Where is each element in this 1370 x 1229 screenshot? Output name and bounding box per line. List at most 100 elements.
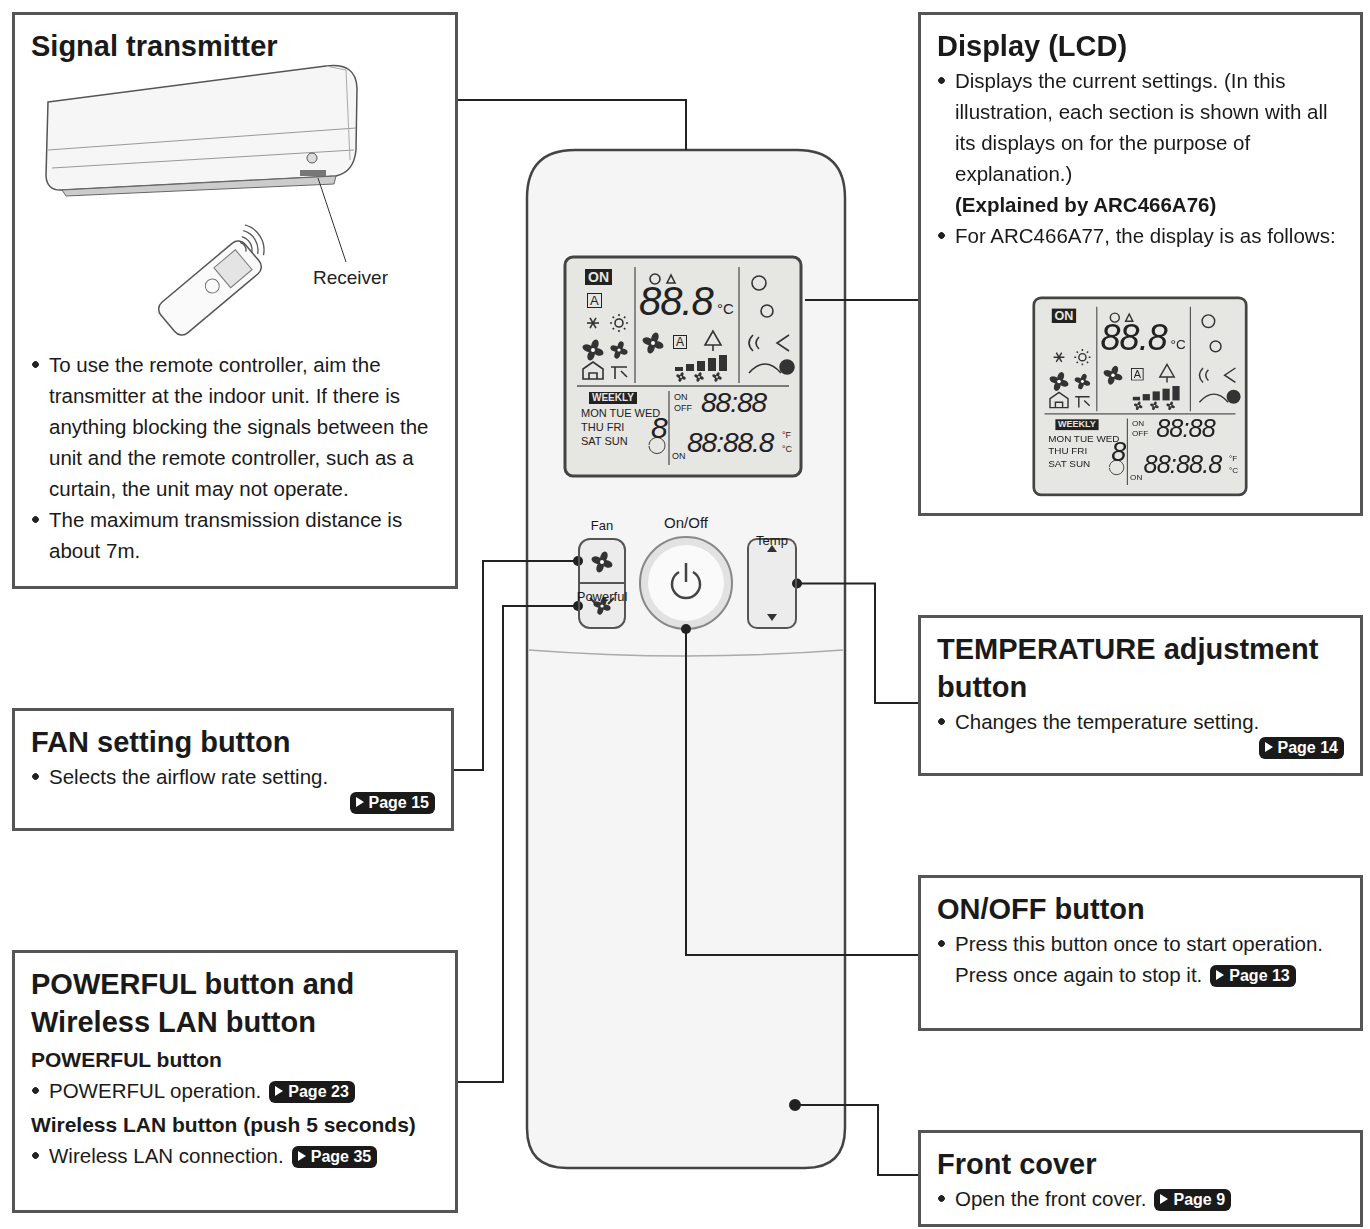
- callout-title: POWERFUL button and Wireless LAN button: [31, 965, 439, 1041]
- fan-button: Fan: [578, 538, 626, 584]
- temp-button: Temp: [747, 538, 797, 629]
- text-row: TEMPERATURE adjustment button: [937, 630, 1344, 706]
- lcd-segment: 88:88: [701, 389, 766, 417]
- lcd-segment: WEEKLY: [589, 392, 637, 404]
- callout-text: (Explained by ARC466A76): [955, 193, 1216, 216]
- lcd-segment: THU FRI: [581, 422, 624, 433]
- text-row: Displays the current settings. (In this …: [937, 65, 1344, 189]
- leader-connector: [797, 584, 918, 704]
- page-arrow: [1160, 1194, 1168, 1204]
- callout-box: Display (LCD)Displays the current settin…: [918, 12, 1363, 516]
- lcd-segment: °F: [1229, 454, 1237, 462]
- text-row: Wireless LAN button (push 5 seconds): [31, 1110, 439, 1140]
- page-reference: Page 13: [1210, 965, 1295, 987]
- lcd-segment: 88:88.8: [687, 429, 773, 457]
- text-row: The maximum transmission distance is abo…: [31, 504, 439, 566]
- lcd-segment: 88:88.8: [1144, 453, 1222, 478]
- lcd-segment: WEEKLY: [1055, 419, 1098, 430]
- lcd-segment: A: [673, 335, 687, 349]
- text-row: Page 14: [937, 737, 1344, 759]
- callout-box: Signal transmitter To use the remote cont…: [12, 12, 458, 589]
- page-number: Page 14: [1278, 739, 1338, 756]
- lcd-screen: ON88.8°CAWEEKLYMON TUE WEDTHU FRISAT SUN…: [1032, 296, 1248, 497]
- text-row: Changes the temperature setting.: [937, 706, 1344, 737]
- page-reference: Page 14: [1259, 737, 1344, 759]
- leader-lines: [458, 100, 918, 1175]
- text-row: FAN setting button: [31, 723, 435, 761]
- text-row: Front cover: [937, 1145, 1344, 1183]
- lcd-segment: ON: [672, 452, 686, 461]
- lcd-screen: ON A 88.8 °C A WEEKLY MON TUE WED THU FRI SAT SU…: [563, 255, 803, 478]
- lcd-segment: 8: [651, 413, 667, 443]
- page-arrow: [1265, 742, 1273, 752]
- lcd-segment: ON: [1052, 309, 1076, 323]
- mini-remote: [155, 237, 265, 338]
- page-arrow: [356, 797, 364, 807]
- text-row: To use the remote controller, aim the tr…: [31, 349, 439, 504]
- lcd-segment: 88:88: [1156, 417, 1215, 442]
- callout-text: For ARC466A77, the display is as follows…: [955, 224, 1336, 247]
- lcd-segment: SAT SUN: [1048, 459, 1090, 469]
- lcd-segment: °C: [717, 301, 734, 316]
- callout-title: Signal transmitter: [31, 27, 439, 65]
- lcd-segment: MON TUE WED: [581, 408, 660, 419]
- connector-dot: [792, 579, 802, 589]
- part-label: Receiver: [313, 268, 388, 287]
- callout-title: Display (LCD): [937, 27, 1344, 65]
- page-reference: Page 15: [350, 792, 435, 814]
- button-label: Powerful: [577, 589, 628, 604]
- lcd-segment: SAT SUN: [581, 436, 628, 447]
- lcd-segment: °C: [782, 445, 792, 454]
- lcd-segment: ON: [585, 269, 612, 285]
- callout-text: Selects the airflow rate setting.: [49, 765, 328, 788]
- page-reference: Page 35: [292, 1146, 377, 1168]
- callout-box: POWERFUL button and Wireless LAN buttonP…: [12, 950, 458, 1213]
- lcd-segment: OFF: [1132, 430, 1148, 438]
- leader-connector: [686, 629, 918, 955]
- text-row: Wireless LAN connection. Page 35: [31, 1140, 439, 1171]
- page-number: Page 35: [311, 1148, 371, 1165]
- page-arrow: [298, 1151, 306, 1161]
- text-row: Signal transmitter: [31, 27, 439, 65]
- callout-text: Wireless LAN button (push 5 seconds): [31, 1113, 416, 1136]
- callout-title: Front cover: [937, 1145, 1344, 1183]
- callout-title: FAN setting button: [31, 723, 435, 761]
- text-row: Selects the airflow rate setting.: [31, 761, 435, 792]
- callout-text: Wireless LAN connection.: [49, 1144, 284, 1167]
- page-reference: Page 9: [1154, 1189, 1231, 1211]
- text-row: For ARC466A77, the display is as follows…: [937, 220, 1344, 251]
- text-row: Display (LCD): [937, 27, 1344, 65]
- text-row: POWERFUL button: [31, 1045, 439, 1075]
- text-row: Page 15: [31, 792, 435, 814]
- page-number: Page 23: [288, 1083, 348, 1100]
- text-row: POWERFUL operation. Page 23: [31, 1075, 439, 1106]
- page-reference: Page 23: [269, 1081, 354, 1103]
- onoff-button: On/Off: [640, 537, 732, 629]
- lcd-segment: MON TUE WED: [1048, 434, 1119, 444]
- lcd-segment: 88.8: [639, 281, 713, 321]
- page-number: Page 15: [369, 794, 429, 811]
- fan-icon: [590, 550, 613, 573]
- button-label: On/Off: [664, 514, 708, 531]
- callout-box: TEMPERATURE adjustment buttonChanges the…: [918, 615, 1363, 776]
- lcd-segment: 8: [1111, 438, 1125, 465]
- callout-box: ON/OFF buttonPress this button once to s…: [918, 875, 1363, 1031]
- page-number: Page 13: [1229, 967, 1289, 984]
- leader-connector: [454, 561, 578, 770]
- text-row: POWERFUL button and Wireless LAN button: [31, 965, 439, 1041]
- indoor-unit: [46, 65, 357, 196]
- lcd-segment: °C: [1229, 467, 1238, 475]
- page-number: Page 9: [1173, 1191, 1225, 1208]
- callout-text: Changes the temperature setting.: [955, 710, 1259, 733]
- callout-box: Front coverOpen the front cover. Page 9: [918, 1130, 1363, 1227]
- callout-box: FAN setting buttonSelects the airflow ra…: [12, 708, 454, 831]
- lcd-segment: A: [587, 293, 602, 308]
- callout-text: Open the front cover.: [955, 1187, 1146, 1210]
- lcd-segment: 88.8: [1100, 319, 1166, 355]
- lcd-segment: ON: [674, 393, 688, 402]
- callout-text: POWERFUL operation.: [49, 1079, 261, 1102]
- text-row: (Explained by ARC466A76): [937, 189, 1344, 220]
- lcd-segment: °F: [782, 431, 791, 440]
- page-arrow: [1216, 970, 1224, 980]
- lcd-segment: OFF: [674, 404, 692, 413]
